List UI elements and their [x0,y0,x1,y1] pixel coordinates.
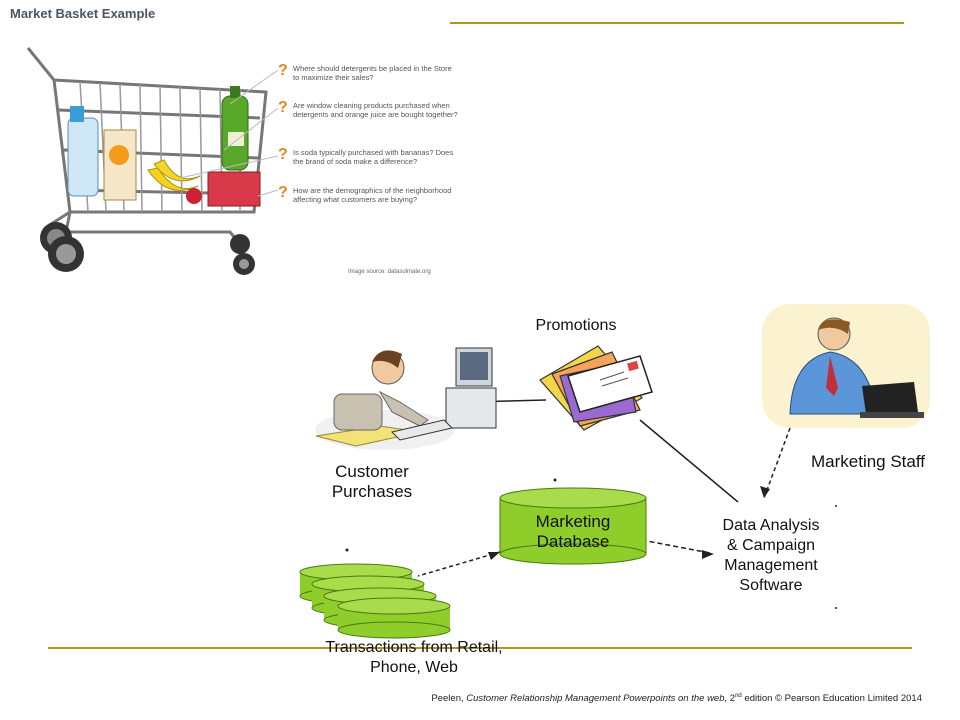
bottom-rule [48,647,912,649]
footer-author: Peelen, [431,693,467,705]
label-line: Customer [335,462,409,481]
promotions-to-analysis-line [639,419,739,503]
database-analysis-line [625,536,711,554]
customer-at-computer-icon [315,347,497,450]
label-line: Data Analysis [722,517,820,534]
market-basket-title: Market Basket Example [10,6,156,21]
footer-rest: edition © Pearson Education Limited 2014 [741,693,922,705]
label-line: Phone, Web [370,659,458,676]
label-line: Database [536,532,610,551]
question-text: Are window cleaning products purchased w… [293,101,458,119]
data-analysis-label: Data Analysis & Campaign Management Soft… [698,516,844,596]
label-line: & Campaign [726,537,816,554]
question-mark-icon: ? [278,99,288,116]
shopping-cart-illustration [26,47,279,275]
question-mark-icon: ? [278,62,288,79]
marketing-staff-label: Marketing Staff [810,452,926,471]
promotions-label: Promotions [535,317,617,334]
question-text: Where should detergents be placed in the… [293,64,452,82]
image-source-caption: Image source: datasolmate.org [348,269,431,275]
question-mark-icon: ? [278,146,288,163]
label-line: Purchases [331,482,413,501]
top-rule [450,22,904,24]
customer-purchases-label: Customer Purchases [310,462,434,502]
label-line: Marketing [535,512,611,531]
question-mark-icon: ? [278,184,288,201]
footer-edition: 2 [727,693,736,705]
marketing-staff-icon [762,304,930,428]
staff-to-analysis-line [763,427,791,499]
marketing-database-cylinder [499,487,647,565]
market-basket-image [8,0,448,282]
transactions-to-database-line [417,551,501,577]
label-line: Transactions from Retail, [325,639,503,656]
transactions-label: Transactions from Retail, Phone, Web [296,638,532,678]
footer-title: Customer Relationship Management Powerpo… [466,693,728,705]
footer-citation: Peelen, Customer Relationship Management… [431,693,922,704]
footer-edition-suffix: nd [735,693,742,699]
transactions-disks [299,563,451,639]
question-text: How are the demographics of the neighbor… [293,186,452,204]
marketing-database-label: Marketing Database [504,512,642,552]
label-line: Software [739,577,803,594]
question-text: Is soda typically purchased with bananas… [293,148,454,166]
label-line: Management [724,557,818,574]
promotions-envelopes-icon [539,345,653,431]
